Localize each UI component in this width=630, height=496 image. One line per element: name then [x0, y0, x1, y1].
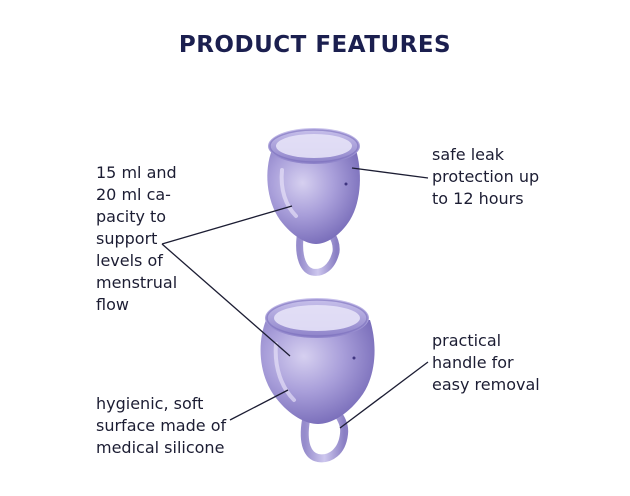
- feature-capacity-line: 15 ml and: [96, 163, 177, 182]
- cup-large-handle: [300, 410, 349, 463]
- feature-capacity-line: support: [96, 229, 158, 248]
- feature-capacity-line: flow: [96, 295, 129, 314]
- cup-small-body: [267, 150, 360, 244]
- leader-silicone: [229, 389, 289, 421]
- feature-silicone-line: surface made of: [96, 416, 227, 435]
- cup-large: [260, 298, 375, 463]
- feature-leak-text: safe leak protection up to 12 hours: [432, 144, 539, 210]
- feature-capacity-line: pacity to: [96, 207, 167, 226]
- page-title: PRODUCT FEATURES: [178, 32, 452, 58]
- leader-capacity-top: [161, 205, 293, 245]
- cup-small-handle: [296, 228, 340, 276]
- feature-leak-line: protection up: [432, 167, 540, 186]
- feature-capacity-line: 20 ml ca-: [96, 185, 171, 204]
- feature-capacity-line: levels of: [96, 251, 163, 270]
- feature-leak-line: to 12 hours: [432, 189, 524, 208]
- feature-handle-text: practical handle for easy removal: [432, 330, 540, 396]
- cup-large-body: [260, 320, 375, 424]
- feature-capacity-text: 15 ml and 20 ml ca- pacity to support le…: [96, 162, 177, 316]
- feature-handle-line: practical: [432, 331, 502, 350]
- leader-leak: [351, 167, 429, 179]
- leader-capacity-bottom: [161, 243, 291, 357]
- feature-capacity-line: menstrual: [96, 273, 178, 292]
- leader-handle: [339, 361, 429, 429]
- feature-silicone-line: medical silicone: [96, 438, 225, 457]
- feature-handle-line: easy removal: [432, 375, 540, 394]
- leader-lines: [161, 167, 429, 429]
- feature-silicone-line: hygienic, soft: [96, 394, 204, 413]
- feature-leak-line: safe leak: [432, 145, 505, 164]
- cup-small: [267, 128, 360, 276]
- feature-handle-line: handle for: [432, 353, 514, 372]
- feature-silicone-text: hygienic, soft surface made of medical s…: [96, 393, 226, 459]
